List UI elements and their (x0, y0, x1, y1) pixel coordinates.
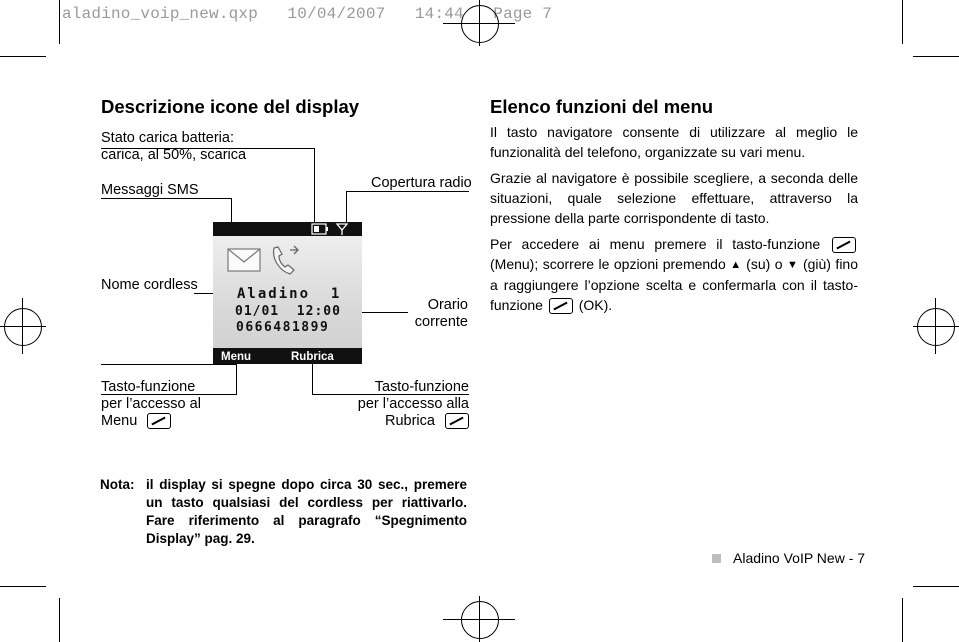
phone-handset-icon (273, 245, 299, 275)
softkey-bar (213, 348, 362, 364)
softkey-rubrica-text: Rubrica (291, 351, 334, 363)
softkey-rubrica-caption-text: Tasto-funzione per l’accesso alla Rubric… (357, 379, 469, 429)
status-bar (213, 222, 362, 236)
cordless-name-label: Nome cordless (101, 277, 198, 293)
paragraph-selection: Grazie al navigatore è possibile sceglie… (490, 170, 858, 226)
cordless-name: Aladino 1 (237, 286, 342, 302)
battery-icon (311, 223, 328, 235)
footer-square-icon (712, 554, 721, 563)
softkey-icon (832, 237, 857, 254)
sms-label: Messaggi SMS (101, 182, 199, 198)
softkey-menu-caption-text: Tasto-funzione per l’accesso al Menu (101, 379, 201, 429)
phone-number: 0666481899 (236, 320, 330, 335)
menu-functions-title: Elenco funzioni del menu (490, 96, 714, 117)
softkey-menu-caption: Tasto-funzione per l’accesso al Menu (101, 379, 236, 430)
clock-label: Orario corrente (414, 297, 468, 330)
radio-coverage-label: Copertura radio (371, 175, 472, 191)
display-icons-title: Descrizione icone del display (101, 96, 360, 117)
footer-page-label: Aladino VoIP New - 7 (733, 550, 866, 566)
envelope-icon (227, 248, 261, 272)
p3-part-b: (Menu); scorrere le opzioni premendo (490, 256, 726, 272)
softkey-menu-text: Menu (221, 351, 252, 363)
p3-part-a: Per accedere ai menu premere il tasto-fu… (490, 236, 821, 252)
antenna-icon (335, 223, 349, 235)
p3-part-c: (su) o (746, 256, 783, 272)
note-label: Nota: (100, 477, 135, 492)
print-header: aladino_voip_new.qxp 10/04/2007 14:44 Pa… (62, 5, 553, 23)
softkey-rubrica-caption: Tasto-funzione per l’accesso alla Rubric… (340, 379, 469, 430)
battery-label: Stato carica batteria: carica, al 50%, s… (101, 130, 247, 163)
date-time: 01/01 12:00 (235, 304, 341, 319)
p3-part-d: (giù) fino a raggiungere l’opzione scelt… (490, 256, 858, 313)
note-text: il display si spegne dopo circa 30 sec.,… (146, 477, 467, 546)
arrow-down-icon: ▼ (787, 259, 799, 271)
p3-part-e: (OK). (578, 297, 613, 313)
paragraph-access-menu: Per accedere ai menu premere il tasto-fu… (490, 234, 858, 315)
softkey-ok-icon (548, 298, 573, 315)
softkey-rubrica-icon (445, 413, 469, 430)
paragraph-navigator: Il tasto navigatore consente di utilizza… (490, 124, 858, 160)
phone-display: Aladino 1 01/01 12:00 0666481899 Menu Ru… (213, 222, 362, 364)
softkey-menu-icon (147, 413, 172, 430)
arrow-up-icon: ▲ (730, 259, 742, 271)
menu-functions-body: Il tasto navigatore consente di utilizza… (490, 122, 858, 321)
